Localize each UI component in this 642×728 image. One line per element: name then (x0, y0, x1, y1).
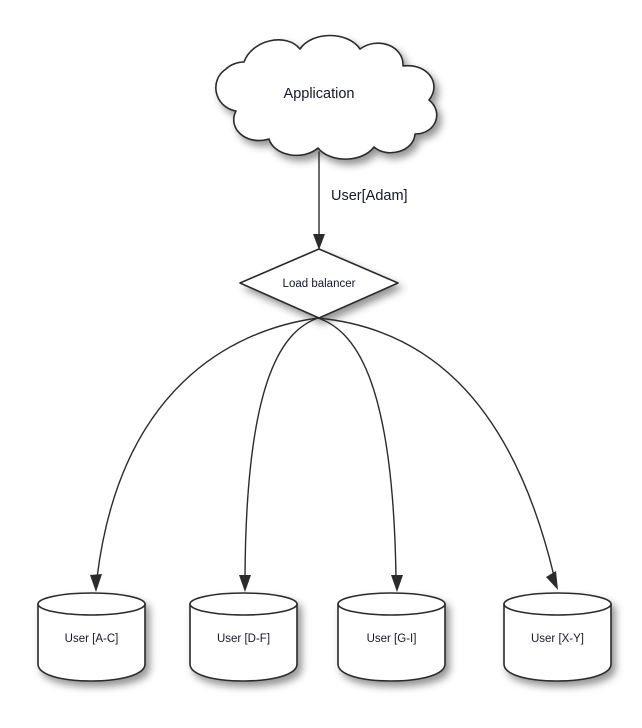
db-4-top (503, 592, 612, 616)
edge-fanout-group (90, 317, 558, 592)
cloud-shape (215, 34, 438, 160)
edge-balancer-to-db-2-arrowhead (239, 575, 251, 592)
edge-balancer-to-db-4-arrowhead (546, 571, 558, 590)
edge-balancer-to-db-1 (96, 317, 319, 579)
edge-balancer-to-db-1-arrowhead (90, 574, 102, 592)
node-database-3[interactable]: User [G-I] (337, 592, 446, 682)
node-database-2[interactable]: User [D-F] (189, 592, 298, 682)
edge-balancer-to-db-2 (244, 317, 319, 579)
edge-balancer-to-db-4 (317, 317, 555, 577)
db-3-label: User [G-I] (367, 633, 417, 645)
db-2-top (189, 592, 298, 616)
db-1-body (37, 603, 146, 682)
db-2-label: User [D-F] (217, 633, 270, 645)
node-database-1[interactable]: User [A-C] (37, 592, 146, 682)
db-2-body (189, 603, 298, 682)
db-3-body (337, 603, 446, 682)
edge-balancer-to-db-3-arrowhead (391, 575, 403, 592)
edge-balancer-to-db-3 (317, 317, 397, 579)
db-4-body (503, 603, 612, 682)
load-balancer-label: Load balancer (283, 278, 356, 290)
db-1-label: User [A-C] (65, 633, 119, 645)
node-database-4[interactable]: User [X-Y] (503, 592, 612, 682)
db-3-top (337, 592, 446, 616)
db-4-label: User [X-Y] (531, 633, 584, 645)
edge-label-user-adam: User[Adam] (331, 188, 408, 204)
edge-cloud-to-balancer: User[Adam] (313, 151, 408, 250)
node-load-balancer[interactable]: Load balancer (239, 248, 399, 319)
node-application-cloud[interactable]: Application (215, 34, 438, 160)
cloud-label: Application (284, 86, 355, 102)
db-1-top (37, 592, 146, 616)
edge-cloud-balancer-arrowhead (313, 234, 325, 250)
